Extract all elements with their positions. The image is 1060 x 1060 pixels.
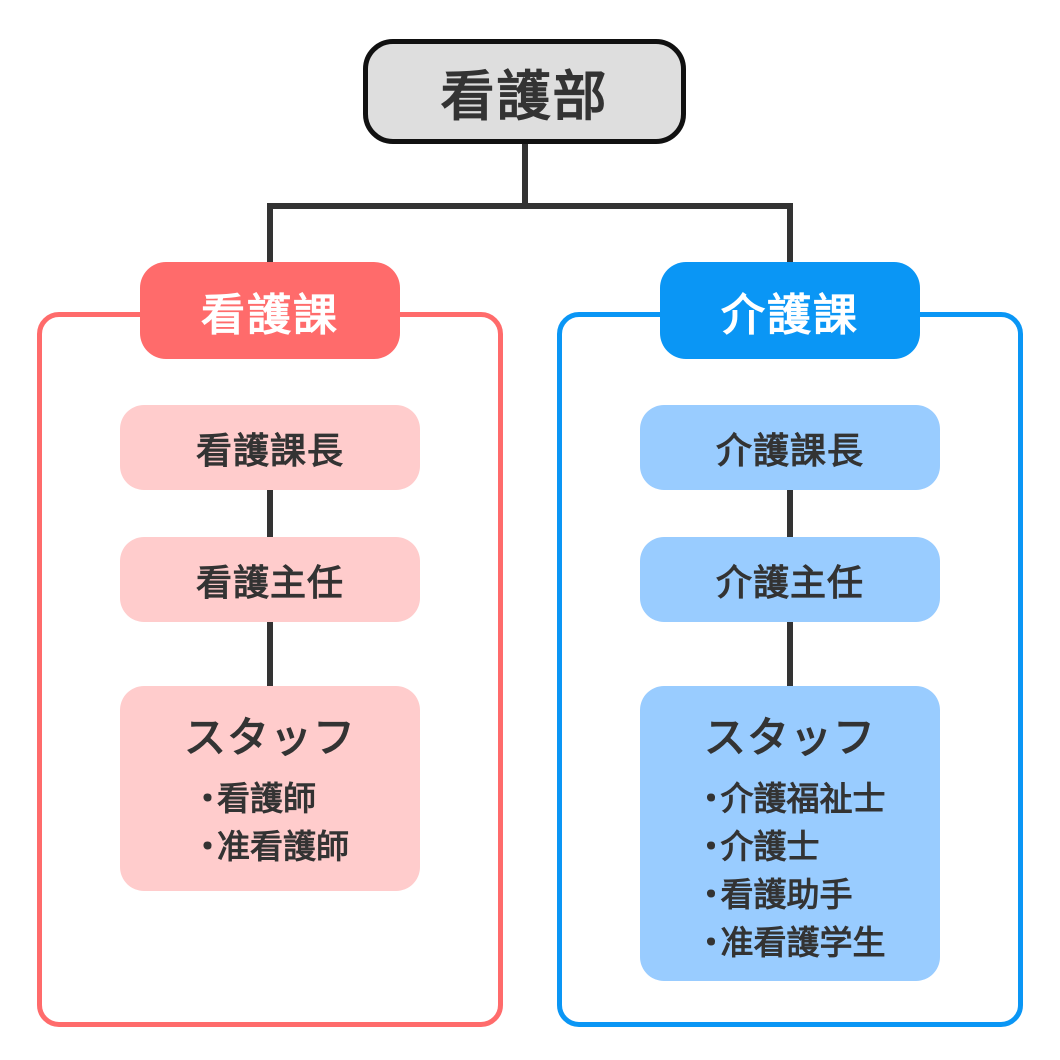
- care-role-connector-1: [787, 488, 793, 538]
- care-chief-box: 介護主任: [640, 537, 940, 622]
- list-item: ・看護助手: [694, 875, 853, 914]
- nurse-department-header: 看護課: [140, 262, 400, 359]
- root-node: 看護部: [363, 39, 686, 144]
- nurse-staff-list: ・看護師 ・准看護師: [191, 775, 349, 871]
- care-staff-list: ・介護福祉士 ・介護士 ・看護助手 ・准看護学生: [695, 775, 886, 967]
- nurse-role-connector-1: [267, 488, 273, 538]
- nurse-chief-label: 看護主任: [195, 562, 344, 604]
- list-item: ・介護福祉士: [694, 779, 886, 818]
- list-item: ・介護士: [694, 827, 820, 866]
- care-role-connector-2: [787, 620, 793, 688]
- care-department-header: 介護課: [660, 262, 920, 359]
- care-manager-label: 介護課長: [715, 430, 864, 472]
- nurse-staff-box: スタッフ ・看護師 ・准看護師: [120, 686, 420, 891]
- branch-connector: [267, 203, 793, 209]
- list-item: ・看護師: [191, 779, 316, 818]
- list-item: ・准看護学生: [694, 923, 886, 962]
- nurse-branch-connector: [267, 203, 273, 265]
- care-staff-title: スタッフ: [703, 713, 876, 762]
- root-label: 看護部: [440, 65, 609, 128]
- nurse-manager-label: 看護課長: [195, 430, 344, 472]
- care-branch-connector: [787, 203, 793, 265]
- care-staff-box: スタッフ ・介護福祉士 ・介護士 ・看護助手 ・准看護学生: [640, 686, 940, 981]
- care-chief-label: 介護主任: [715, 562, 864, 604]
- nurse-department-name: 看護課: [201, 289, 339, 341]
- nurse-chief-box: 看護主任: [120, 537, 420, 622]
- nurse-staff-title: スタッフ: [183, 713, 356, 762]
- care-department-name: 介護課: [721, 289, 859, 341]
- list-item: ・准看護師: [191, 827, 349, 866]
- nurse-role-connector-2: [267, 620, 273, 688]
- root-connector: [522, 144, 528, 206]
- nurse-manager-box: 看護課長: [120, 405, 420, 490]
- care-manager-box: 介護課長: [640, 405, 940, 490]
